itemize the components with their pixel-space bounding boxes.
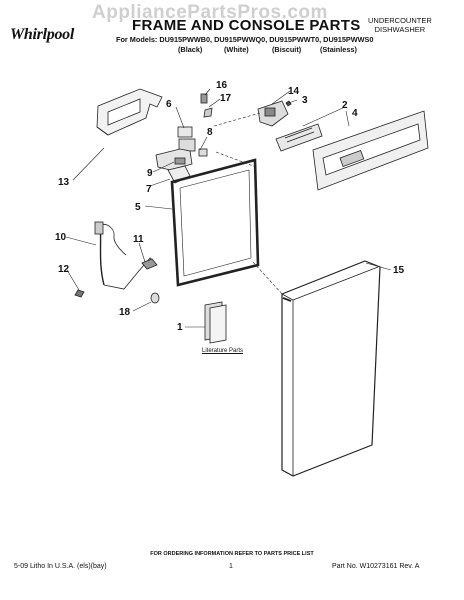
- callout-label: 10: [55, 232, 67, 243]
- callout-label: 2: [342, 100, 348, 111]
- color-variant: (Biscuit): [272, 45, 302, 54]
- part-9-latch: [155, 148, 193, 171]
- product-type: UNDERCOUNTER DISHWASHER: [368, 16, 432, 34]
- callout-label: 6: [166, 99, 172, 110]
- part-2-keypad: [275, 123, 323, 152]
- callout-label: 4: [352, 108, 358, 119]
- ordering-note: FOR ORDERING INFORMATION REFER TO PARTS …: [150, 551, 314, 557]
- part-13-bracket: [96, 88, 163, 136]
- callout-numbers: 16 17 14 3 6 2 4 8 9 7 5 13 10 11 12 15 …: [55, 80, 405, 333]
- part-number: Part No. W10273161 Rev. A: [332, 563, 420, 570]
- product-type-line: DISHWASHER: [374, 25, 426, 34]
- callout-label: 7: [146, 184, 152, 195]
- part-5-door-frame: [170, 158, 260, 287]
- part-1-literature: [204, 301, 227, 344]
- callout-label: 18: [119, 307, 131, 318]
- print-info: 5-09 Litho In U.S.A. (els)(bay): [14, 563, 107, 570]
- color-variant: (White): [224, 45, 249, 54]
- callout-label: 17: [220, 93, 232, 104]
- callout-label: 5: [135, 202, 141, 213]
- part-17-clip: [203, 107, 213, 118]
- watermark-text: AppliancePartsPros.com: [92, 2, 328, 23]
- part-11-switch: [141, 258, 158, 270]
- part-10-wire-harness: [94, 221, 157, 290]
- part-6-bracket: [177, 126, 196, 152]
- callout-label: 1: [177, 322, 183, 333]
- part-8-clip: [198, 148, 208, 157]
- product-type-line: UNDERCOUNTER: [368, 16, 432, 25]
- part-15-door-panel: [281, 260, 381, 477]
- brand-logo: Whirlpool: [10, 26, 74, 43]
- callout-label: 13: [58, 177, 70, 188]
- literature-parts-label: Literature Parts: [202, 348, 244, 354]
- callout-label: 3: [302, 95, 308, 106]
- callout-label: 12: [58, 264, 70, 275]
- color-variant: (Stainless): [320, 45, 357, 54]
- callout-label: 9: [147, 168, 153, 179]
- part-14-switch: [257, 100, 289, 127]
- part-18-grommet: [150, 292, 160, 304]
- callout-label: 16: [216, 80, 228, 91]
- callout-label: 14: [288, 86, 300, 97]
- part-3-screw: [285, 100, 292, 107]
- color-variants: (Black) (White) (Biscuit) (Stainless): [178, 45, 378, 55]
- page-title: FRAME AND CONSOLE PARTS: [132, 17, 361, 34]
- models-line: For Models: DU915PWWB0, DU915PWWQ0, DU91…: [116, 35, 374, 44]
- page-number: 1: [229, 563, 233, 570]
- part-12-screw: [74, 289, 85, 298]
- callout-label: 11: [133, 234, 144, 245]
- part-16-screw: [200, 93, 208, 104]
- callout-label: 15: [393, 265, 405, 276]
- color-variant: (Black): [178, 45, 203, 54]
- part-4-console: [312, 110, 429, 191]
- callout-label: 8: [207, 127, 213, 138]
